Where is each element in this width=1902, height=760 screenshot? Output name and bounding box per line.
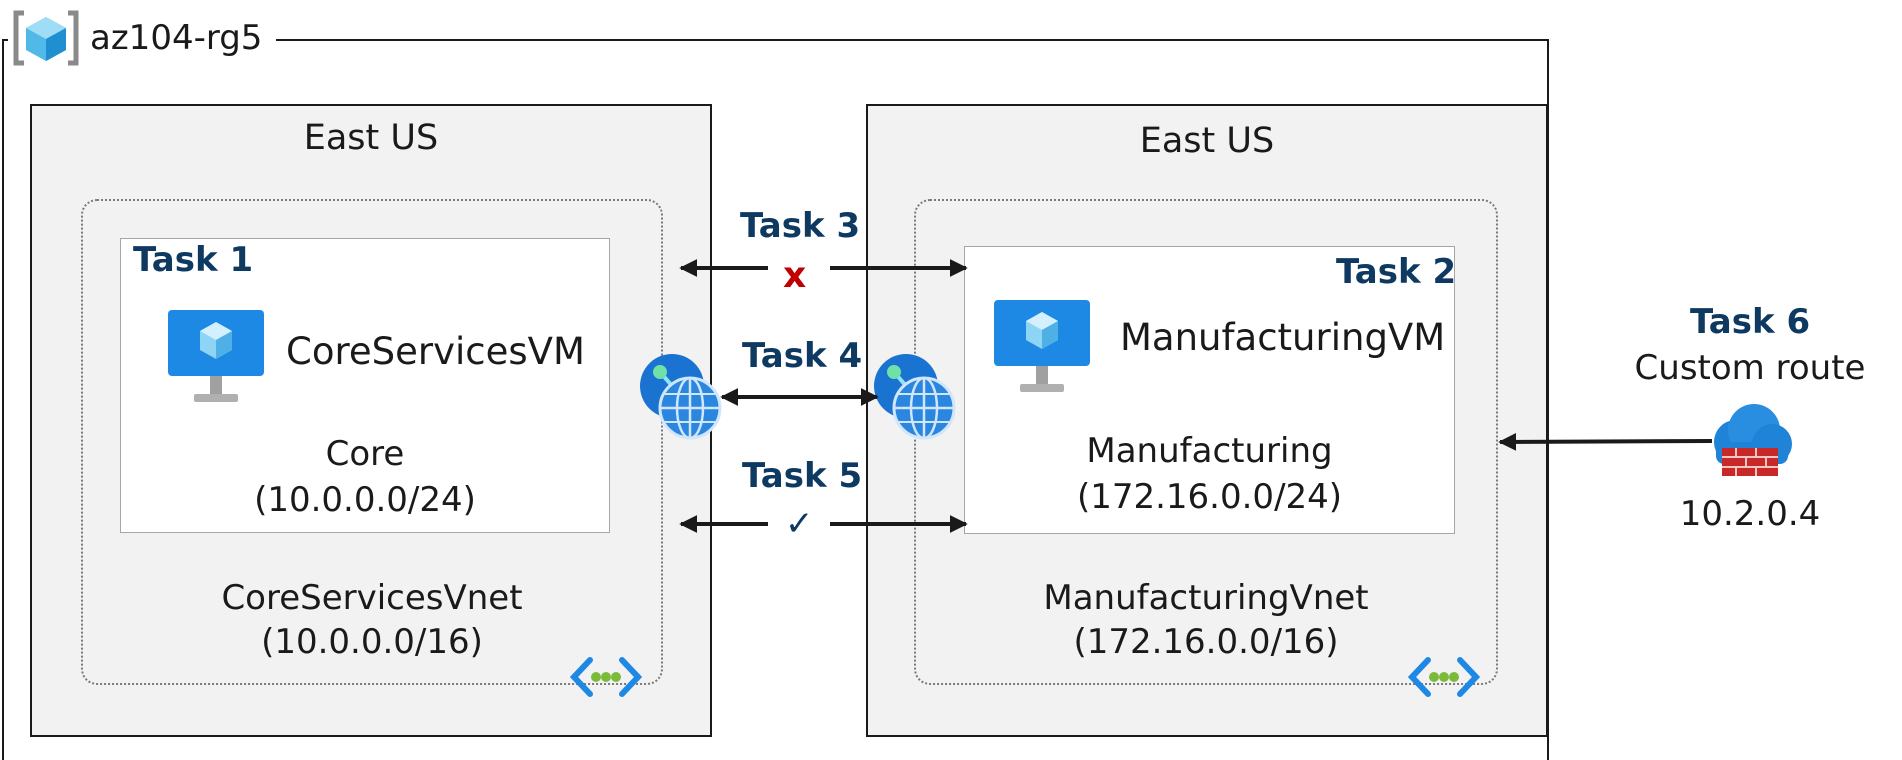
core-services-vnet: [81, 199, 663, 685]
resource-group-header: az104-rg5: [8, 8, 277, 68]
vm-icon: [168, 310, 264, 402]
manufacturing-vnet-name: ManufacturingVnet: [1043, 578, 1369, 618]
core-services-vnet-name: CoreServicesVnet: [221, 578, 523, 618]
peering-icon: [874, 354, 956, 440]
custom-route-arrow: [1498, 432, 1713, 451]
core-services-vnet-cidr: (10.0.0.0/16): [261, 622, 483, 662]
core-subnet-name: Core: [325, 434, 405, 474]
task-4-label: Task 4: [742, 336, 863, 376]
right-region-title: East US: [1139, 121, 1275, 161]
task-3-label: Task 3: [740, 206, 861, 246]
manufacturing-subnet-cidr: (172.16.0.0/24): [1076, 477, 1343, 517]
core-services-vm-name: CoreServicesVM: [286, 330, 585, 373]
firewall-cloud-icon: [1714, 404, 1792, 476]
task-1-label: Task 1: [133, 240, 254, 280]
vnet-icon: [569, 657, 643, 697]
resource-group-frame: [2, 39, 1549, 760]
manufacturing-vm-name: ManufacturingVM: [1120, 316, 1446, 359]
manufacturing-vnet-cidr: (172.16.0.0/16): [1073, 622, 1339, 662]
custom-route-ip: 10.2.0.4: [1679, 494, 1821, 534]
manufacturing-subnet-name: Manufacturing: [1086, 431, 1333, 471]
task-6-label: Task 6: [1690, 302, 1811, 342]
core-subnet: [120, 238, 610, 533]
left-region-title: East US: [303, 118, 439, 158]
task-5-label: Task 5: [742, 456, 863, 496]
check-marker: ✓: [785, 504, 814, 544]
resource-group-name: az104-rg5: [90, 18, 263, 58]
peering-icon: [640, 354, 722, 440]
blocked-marker: x: [783, 255, 807, 296]
manufacturing-vnet: [914, 199, 1498, 685]
resource-group-icon: [13, 10, 79, 66]
custom-route-label: Custom route: [1634, 348, 1866, 388]
vm-icon: [994, 300, 1090, 392]
vnet-icon: [1407, 657, 1481, 697]
task-2-label: Task 2: [1336, 252, 1457, 292]
core-subnet-cidr: (10.0.0.0/24): [254, 480, 476, 520]
